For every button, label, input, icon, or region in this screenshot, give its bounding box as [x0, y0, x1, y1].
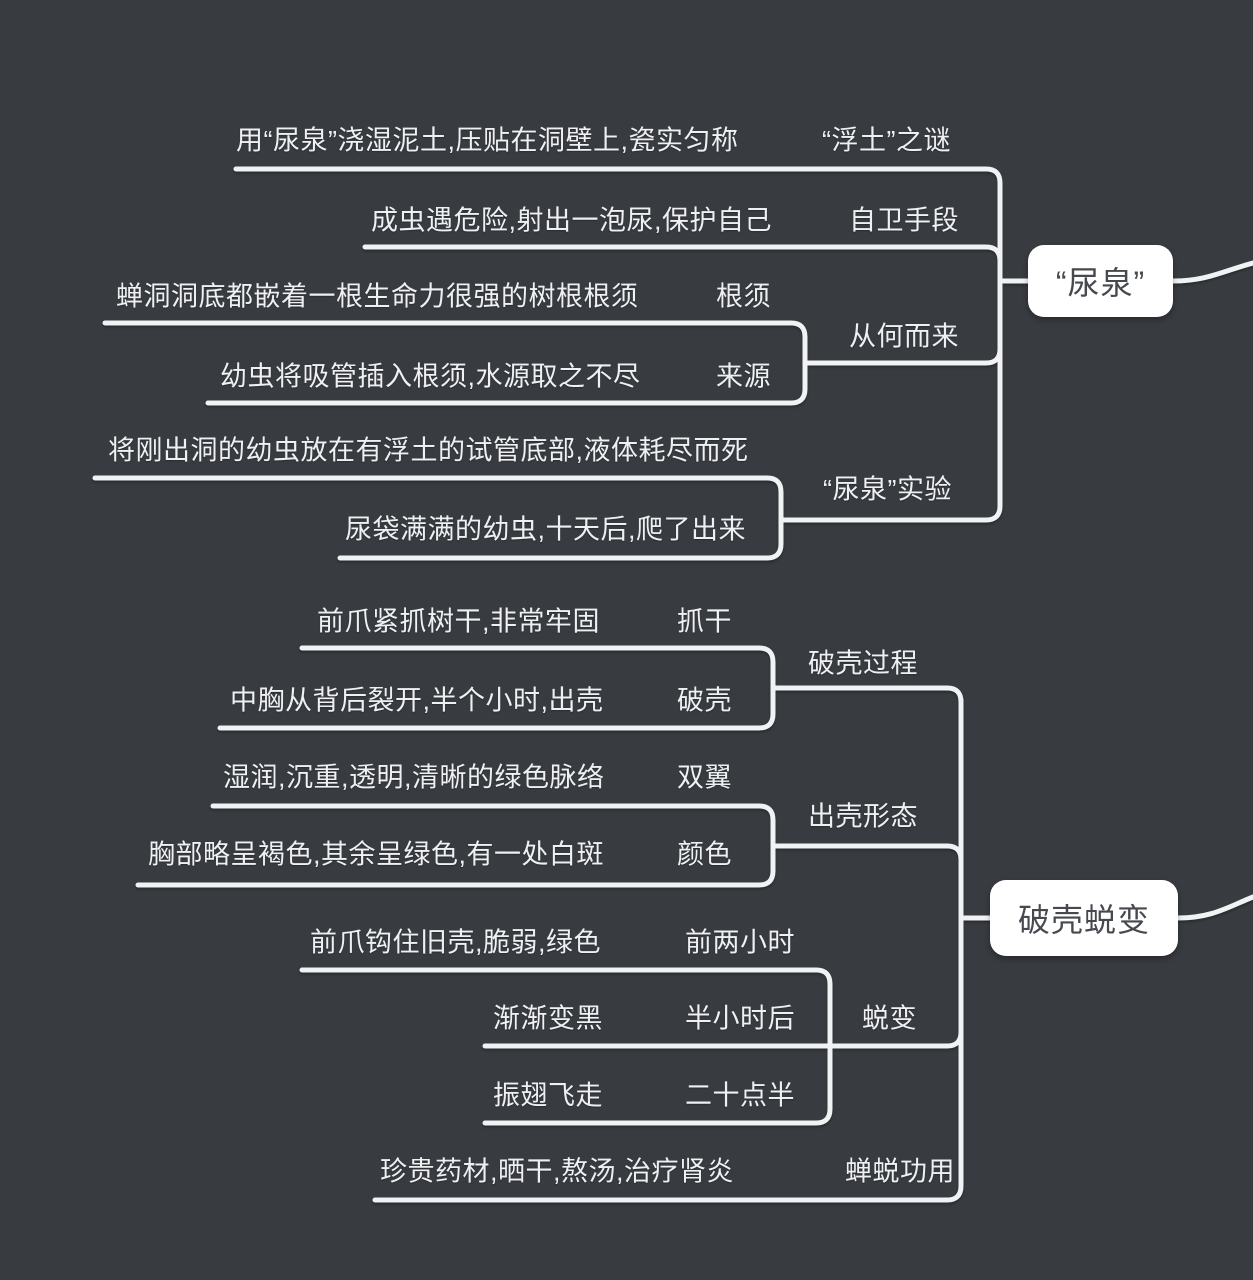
curve-shell-molting-to-root: [1175, 894, 1253, 921]
branch-emergence-form: [770, 843, 964, 863]
topic-metamorphosis[interactable]: 蜕变: [862, 1003, 917, 1034]
topic-self-defense-detail[interactable]: 成虫遇危险,射出一泡尿,保护自己: [371, 205, 773, 236]
topic-cicada-slough-uses[interactable]: 蝉蜕功用: [845, 1156, 955, 1187]
branch-metamorphosis: [482, 1029, 964, 1049]
topic-experiment-survived[interactable]: 尿袋满满的幼虫,十天后,爬了出来: [345, 514, 747, 545]
curve-urine-spring-to-root: [1170, 260, 1253, 284]
topic-shell-break[interactable]: 破壳: [677, 685, 732, 716]
topic-first-two-hours[interactable]: 前两小时: [685, 927, 795, 958]
topic-shell-break-detail[interactable]: 中胸从背后裂开,半个小时,出壳: [230, 685, 604, 716]
topic-color-detail[interactable]: 胸部略呈褐色,其余呈绿色,有一处白斑: [148, 839, 605, 870]
branch-experiment-bracket: [92, 475, 784, 561]
node-shell-molting[interactable]: 破壳蜕变: [990, 880, 1178, 956]
topic-shell-breaking-process[interactable]: 破壳过程: [808, 648, 918, 679]
topic-half-hour-later-detail[interactable]: 渐渐变黑: [493, 1003, 603, 1034]
topic-wings-detail[interactable]: 湿润,沉重,透明,清晰的绿色脉络: [223, 762, 605, 793]
branch-shell-process: [770, 685, 964, 705]
topic-grip-trunk[interactable]: 抓干: [677, 606, 732, 637]
branch-self-defense: [362, 244, 1003, 264]
topic-wings[interactable]: 双翼: [677, 762, 732, 793]
topic-floating-soil-detail[interactable]: 用“尿泉”浇湿泥土,压贴在洞壁上,瓷实匀称: [236, 125, 739, 156]
topic-twenty-thirty[interactable]: 二十点半: [685, 1080, 795, 1111]
topic-source-detail[interactable]: 幼虫将吸管插入根须,水源取之不尽: [220, 361, 641, 392]
topic-grip-trunk-detail[interactable]: 前爪紧抓树干,非常牢固: [317, 606, 601, 637]
topic-twenty-thirty-detail[interactable]: 振翅飞走: [493, 1080, 603, 1111]
branch-floating-soil-and-trunk: [233, 166, 1003, 523]
topic-cicada-slough-detail[interactable]: 珍贵药材,晒干,熬汤,治疗肾炎: [380, 1156, 735, 1187]
topic-source[interactable]: 来源: [716, 361, 771, 392]
topic-floating-soil-mystery[interactable]: “浮土”之谜: [822, 125, 951, 156]
topic-root-fibers[interactable]: 根须: [716, 281, 771, 312]
topic-first-two-hours-detail[interactable]: 前爪钩住旧壳,脆弱,绿色: [310, 927, 602, 958]
topic-where-from[interactable]: 从何而来: [849, 321, 959, 352]
topic-experiment-dead[interactable]: 将刚出洞的幼虫放在有浮土的试管底部,液体耗尽而死: [108, 435, 749, 466]
topic-color[interactable]: 颜色: [677, 839, 732, 870]
topic-half-hour-later[interactable]: 半小时后: [685, 1003, 795, 1034]
trunk-shell-molting: [372, 697, 964, 1203]
topic-emergence-form[interactable]: 出壳形态: [808, 801, 918, 832]
node-urine-spring[interactable]: “尿泉”: [1028, 245, 1173, 317]
topic-urine-spring-experiment[interactable]: “尿泉”实验: [823, 474, 952, 505]
topic-root-fibers-detail[interactable]: 蝉洞洞底都嵌着一根生命力很强的树根根须: [116, 281, 639, 312]
branch-where-from: [802, 346, 1003, 366]
topic-self-defense[interactable]: 自卫手段: [849, 205, 959, 236]
